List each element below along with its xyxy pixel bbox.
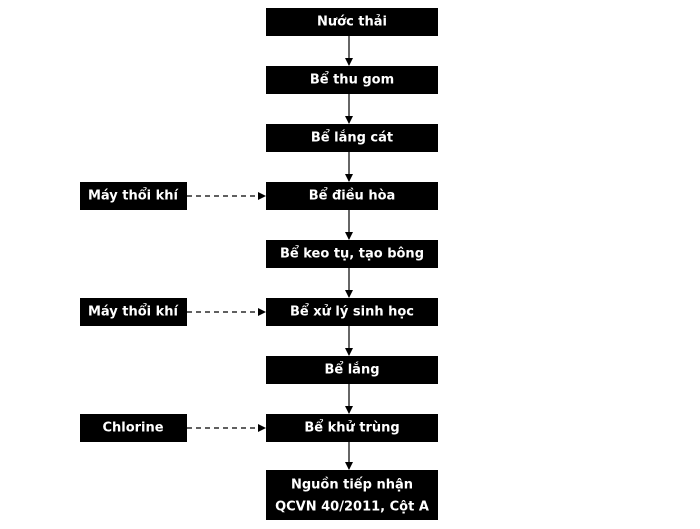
- step-grit-chamber: Bể lắng cát: [266, 124, 438, 152]
- step-equalization-tank: Bể điều hòa: [266, 182, 438, 210]
- side-input-blower-1-label: Máy thổi khí: [88, 188, 180, 204]
- side-input-blower-1: Máy thổi khí: [80, 182, 187, 210]
- step-disinfection-tank: Bể khử trùng: [266, 414, 438, 442]
- step-coagulation-flocculation: Bể keo tụ, tạo bông: [266, 240, 438, 268]
- step-settling-tank: Bể lắng: [266, 356, 438, 384]
- side-input-blower-2-label: Máy thổi khí: [88, 304, 180, 320]
- side-input-chlorine-label: Chlorine: [102, 421, 163, 436]
- step-biological-treatment: Bể xử lý sinh học: [266, 298, 438, 326]
- side-input-chlorine: Chlorine: [80, 414, 187, 442]
- step-wastewater: Nước thải: [266, 8, 438, 36]
- step-receiving-source-label-line1: Nguồn tiếp nhận: [291, 478, 413, 493]
- step-collection-tank: Bể thu gom: [266, 66, 438, 94]
- step-grit-chamber-label: Bể lắng cát: [311, 130, 393, 146]
- step-settling-tank-label: Bể lắng: [324, 362, 379, 378]
- step-biological-treatment-label: Bể xử lý sinh học: [290, 304, 414, 320]
- step-coagulation-flocculation-label: Bể keo tụ, tạo bông: [280, 246, 424, 262]
- side-input-blower-2: Máy thổi khí: [80, 298, 187, 326]
- step-wastewater-label: Nước thải: [317, 15, 387, 30]
- step-equalization-tank-label: Bể điều hòa: [309, 188, 396, 204]
- step-receiving-source-label-line2: QCVN 40/2011, Cột A: [275, 500, 429, 515]
- step-disinfection-tank-label: Bể khử trùng: [304, 420, 399, 436]
- step-receiving-source: Nguồn tiếp nhận QCVN 40/2011, Cột A: [266, 470, 438, 520]
- step-collection-tank-label: Bể thu gom: [310, 72, 394, 88]
